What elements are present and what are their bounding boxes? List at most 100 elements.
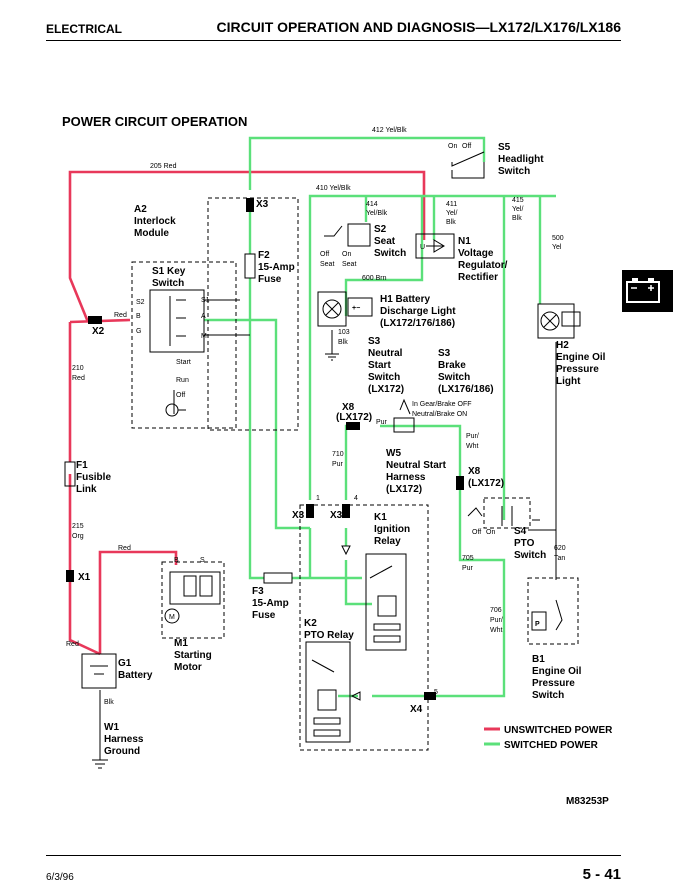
- svg-text:Off: Off: [462, 143, 471, 150]
- svg-text:B: B: [136, 313, 141, 320]
- svg-text:S3: S3: [438, 348, 451, 359]
- svg-text:Pur/: Pur/: [466, 433, 479, 440]
- svg-text:Link: Link: [76, 484, 97, 495]
- svg-text:Rectifier: Rectifier: [458, 272, 498, 283]
- svg-text:1: 1: [316, 495, 320, 502]
- key-switch-outline: [131, 261, 237, 429]
- svg-text:Fuse: Fuse: [258, 274, 282, 285]
- svg-text:M1: M1: [174, 638, 188, 649]
- svg-text:Starting: Starting: [174, 650, 212, 661]
- legend-label-unswitched: UNSWITCHED POWER: [504, 725, 613, 736]
- svg-text:Switch: Switch: [514, 550, 546, 561]
- svg-text:410 Yel/Blk: 410 Yel/Blk: [316, 185, 351, 192]
- voltage-regulator: [415, 233, 455, 259]
- svg-text:Start: Start: [368, 360, 391, 371]
- ground-icon-w1: [92, 759, 108, 769]
- motor-icon: [164, 608, 180, 624]
- switched-power-wires: [204, 136, 556, 698]
- svg-text:Neutral/Brake ON: Neutral/Brake ON: [412, 411, 467, 418]
- footer-rule: [46, 855, 621, 856]
- key-icon: [165, 403, 179, 417]
- svg-text:X1: X1: [78, 572, 91, 583]
- svg-text:Blk: Blk: [104, 699, 114, 706]
- f2-fuse: [244, 253, 256, 279]
- svg-text:Switch: Switch: [368, 372, 400, 383]
- svg-text:15-Amp: 15-Amp: [252, 598, 289, 609]
- svg-text:Motor: Motor: [174, 662, 202, 673]
- svg-text:Seat: Seat: [342, 261, 356, 268]
- svg-text:+−: +−: [352, 305, 360, 312]
- svg-text:S5: S5: [498, 142, 511, 153]
- svg-text:X3: X3: [256, 199, 269, 210]
- svg-text:Ground: Ground: [104, 746, 140, 757]
- header-rule: [46, 40, 621, 41]
- pto-relay: [305, 641, 351, 743]
- relay-module-outline: [299, 504, 429, 751]
- other-wires: [99, 299, 557, 760]
- svg-text:Switch: Switch: [374, 248, 406, 259]
- svg-text:Red: Red: [66, 641, 79, 648]
- svg-text:Red: Red: [118, 545, 131, 552]
- oil-lamp-icon: [540, 311, 560, 331]
- svg-text:Org: Org: [72, 533, 84, 540]
- svg-text:M: M: [169, 614, 175, 621]
- svg-text:Red: Red: [114, 312, 127, 319]
- svg-text:PTO Relay: PTO Relay: [304, 630, 354, 641]
- svg-text:Blk: Blk: [338, 339, 348, 346]
- ignition-relay: [365, 553, 407, 651]
- f3-fuse: [263, 572, 293, 584]
- svg-text:412 Yel/Blk: 412 Yel/Blk: [372, 127, 407, 134]
- svg-text:Engine Oil: Engine Oil: [532, 666, 582, 677]
- svg-text:W5: W5: [386, 448, 401, 459]
- svg-text:S1: S1: [201, 297, 210, 304]
- svg-text:(LX172): (LX172): [468, 478, 504, 489]
- svg-text:Switch: Switch: [532, 690, 564, 701]
- svg-text:S: S: [200, 557, 205, 564]
- svg-text:Interlock: Interlock: [134, 216, 176, 227]
- page-number: 5 - 41: [582, 866, 621, 883]
- svg-text:H1 Battery: H1 Battery: [380, 294, 430, 305]
- svg-text:Switch: Switch: [438, 372, 470, 383]
- svg-text:Tan: Tan: [554, 555, 565, 562]
- svg-text:PTO: PTO: [514, 538, 535, 549]
- svg-text:Yel/Blk: Yel/Blk: [366, 210, 388, 217]
- svg-text:Start: Start: [176, 359, 191, 366]
- svg-text:411: 411: [446, 201, 457, 208]
- page-title: CIRCUIT OPERATION AND DIAGNOSIS—LX172/LX…: [216, 19, 621, 35]
- figure-id: M83253P: [566, 796, 609, 807]
- svg-text:(LX172/176/186): (LX172/176/186): [380, 318, 455, 329]
- component-labels: A2 Interlock Module S1 Key Switch F2 15-…: [76, 142, 606, 757]
- diode-k2: [350, 691, 361, 701]
- svg-text:Voltage: Voltage: [458, 248, 494, 259]
- svg-text:Fusible: Fusible: [76, 472, 111, 483]
- legend: UNSWITCHED POWER SWITCHED POWER: [484, 725, 613, 751]
- svg-text:Switch: Switch: [152, 278, 184, 289]
- svg-text:Pressure: Pressure: [532, 678, 575, 689]
- interlock-module-outline: [207, 197, 299, 431]
- svg-text:F3: F3: [252, 586, 264, 597]
- svg-text:706: 706: [490, 607, 502, 614]
- svg-text:On: On: [486, 529, 495, 536]
- discharge-lamp-icon: [322, 299, 342, 319]
- svg-text:15-Amp: 15-Amp: [258, 262, 295, 273]
- svg-text:B: B: [174, 557, 179, 564]
- svg-text:Light: Light: [556, 376, 581, 387]
- svg-text:Ignition: Ignition: [374, 524, 410, 535]
- svg-text:Neutral: Neutral: [368, 348, 403, 359]
- svg-text:(LX172): (LX172): [368, 384, 404, 395]
- svg-text:S3: S3: [368, 336, 381, 347]
- svg-text:500: 500: [552, 235, 564, 242]
- svg-text:Neutral Start: Neutral Start: [386, 460, 447, 471]
- svg-text:Discharge Light: Discharge Light: [380, 306, 456, 317]
- svg-text:Off: Off: [472, 529, 481, 536]
- svg-text:Battery: Battery: [118, 670, 153, 681]
- svg-text:G: G: [136, 328, 141, 335]
- svg-text:K2: K2: [304, 618, 317, 629]
- svg-text:710: 710: [332, 451, 344, 458]
- svg-text:G1: G1: [118, 658, 132, 669]
- unswitched-power-wires: [68, 170, 426, 656]
- svg-text:(LX172): (LX172): [336, 412, 372, 423]
- svg-text:210: 210: [72, 365, 84, 372]
- svg-text:On: On: [448, 143, 457, 150]
- svg-text:Harness: Harness: [386, 472, 426, 483]
